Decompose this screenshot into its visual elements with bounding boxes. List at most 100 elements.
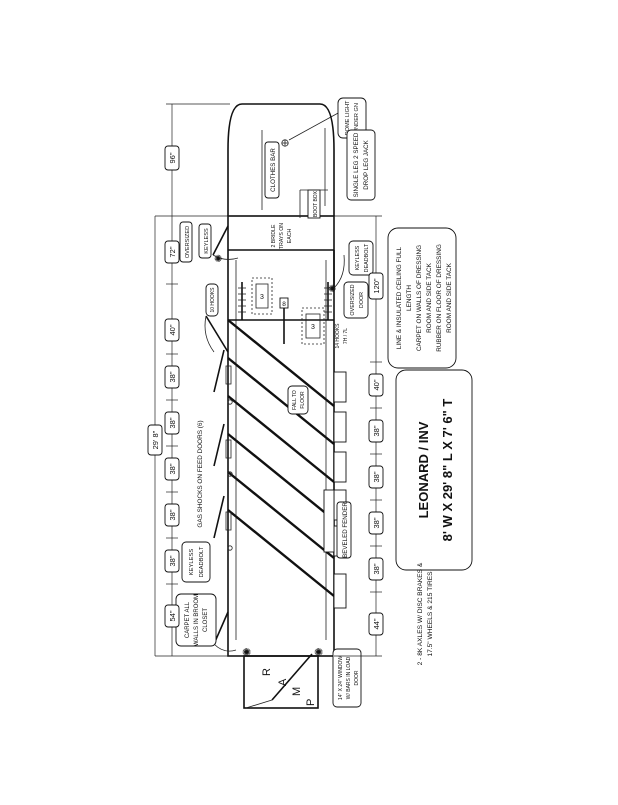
carpet-closet-label: CARPET ALL WALLS IN BROOM CLOSET	[175, 593, 217, 647]
rear-details: ✺ ✺	[213, 611, 323, 709]
rear-light-right-icon: ✺	[314, 647, 323, 659]
svg-text:DEADBOLT: DEADBOLT	[199, 546, 205, 577]
note-line: LENGTH	[406, 285, 413, 311]
svg-text:BEVELED FENDER: BEVELED FENDER	[342, 502, 349, 558]
feed-doors-label: GAS SHOCKS ON FEED DOORS (6)	[197, 420, 204, 527]
dim-top-label: 38"	[168, 463, 177, 474]
svg-text:DROP LEG JACK: DROP LEG JACK	[363, 139, 370, 189]
saddle-rack-b-count: 3	[311, 324, 315, 331]
trailer-box	[227, 215, 335, 657]
dim-top-label: 40"	[168, 324, 177, 335]
keyless-star-icon: ✺	[214, 254, 222, 265]
svg-text:CARPET ALL: CARPET ALL	[185, 601, 191, 638]
divider-3	[227, 395, 335, 483]
stall-dividers	[204, 315, 335, 597]
clothes-bar-label: CLOTHES BAR	[270, 148, 277, 192]
saddle-8-count: 8	[282, 301, 286, 308]
bridle-trays-label-3: EACH	[287, 229, 293, 244]
boot-box-label: BOOT BOX	[313, 190, 319, 217]
axle-line: 2 - 8K AXLES W/ DISC BRAKES &	[417, 562, 424, 665]
divider-6	[227, 509, 335, 597]
dim-top-label: 54"	[168, 610, 177, 621]
dim-nose-label: 96"	[168, 152, 177, 163]
svg-text:WALLS IN BROOM: WALLS IN BROOM	[194, 594, 200, 646]
dim-bottom-label: 44"	[372, 618, 381, 629]
bridle-trays-label-2: TRAYS ON	[279, 223, 285, 249]
note-line: LINE & INSULATED CEILING FULL	[396, 246, 403, 349]
keyless-deadbolt-right: KEYLESS DEADBOLT	[348, 240, 374, 276]
rear-light-left-icon: ✺	[242, 647, 251, 659]
feed-door-markers	[213, 349, 233, 551]
divider-4	[227, 433, 335, 521]
dim-top-label: 38"	[168, 417, 177, 428]
divider-2	[227, 357, 335, 445]
svg-text:14" X 24" WINDOW: 14" X 24" WINDOW	[338, 656, 344, 700]
dimension-labels: 96" 29' 8" 72" 40" 38" 38" 38" 38" 38" 5…	[147, 145, 384, 636]
axle-line: 17.5" WHEELS & 215 TIRES	[427, 571, 434, 657]
oversized-top-label: OVERSIZED	[185, 226, 191, 258]
dim-bottom-label: 38"	[372, 563, 381, 574]
svg-text:DOOR: DOOR	[354, 670, 360, 685]
tack-area: 3 3 8 10 HOOKS 14 HOOKS 7H / 7L	[205, 277, 349, 349]
saddle-rack-a-count: 3	[260, 294, 264, 301]
oversized-door-label: OVERSIZED DOOR	[343, 281, 369, 319]
svg-text:R: R	[261, 668, 273, 676]
svg-text:SINGLE LEG 2 SPEED: SINGLE LEG 2 SPEED	[353, 132, 360, 197]
nose-details: CLOTHES BAR BOOT BOX	[264, 111, 341, 219]
gooseneck-nose	[227, 103, 335, 216]
ramp-letters: R A M P	[261, 668, 317, 706]
dim-top-label: 38"	[168, 509, 177, 520]
window-bars-label: 14" X 24" WINDOW W/ BARS IN LOAD DOOR	[332, 648, 362, 708]
keyless-deadbolt-left: KEYLESS DEADBOLT	[181, 541, 211, 583]
svg-text:W/ BARS IN LOAD: W/ BARS IN LOAD	[346, 656, 352, 699]
title-box: LEONARD / INV 8' W X 29' 8" L X 7' 6" T	[395, 369, 473, 571]
ramp	[243, 655, 319, 709]
hooks-14-label-2: 7H / 7L	[343, 328, 349, 344]
svg-text:FLOOR: FLOOR	[300, 391, 306, 409]
dim-bottom-label: 40"	[372, 379, 381, 390]
fall-to-floor-label: FALL TO FLOOR	[287, 385, 309, 415]
svg-text:DOME LIGHT: DOME LIGHT	[345, 100, 351, 135]
dressing-room: ✺ OVERSIZED KEYLESS 2 BRIDLE TRAYS ON EA…	[179, 221, 374, 319]
keyless-top-label: KEYLESS	[204, 228, 210, 254]
dim-bottom-label: 38"	[372, 517, 381, 528]
note-line: ROOM AND SIDE TACK	[426, 262, 433, 332]
beveled-fender	[323, 489, 335, 553]
note-line: CARPET ON WALLS OF DRESSING	[416, 245, 423, 351]
divider-5	[227, 471, 335, 559]
jack-callout: SINGLE LEG 2 SPEED DROP LEG JACK	[346, 129, 376, 201]
svg-text:KEYLESS: KEYLESS	[355, 245, 361, 270]
dim-overall-label: 29' 8"	[151, 430, 160, 449]
beveled-fender-label: BEVELED FENDER	[336, 501, 352, 559]
dim-bottom-label: 38"	[372, 425, 381, 436]
title-line-2: 8' W X 29' 8" L X 7' 6" T	[440, 399, 455, 542]
svg-text:P: P	[305, 699, 317, 706]
dim-top-label: 38"	[168, 555, 177, 566]
dim-top-label: 38"	[168, 371, 177, 382]
svg-text:✺: ✺	[328, 284, 336, 295]
hooks-14-label-1: 14 HOOKS	[335, 323, 341, 349]
divider-1	[227, 319, 335, 407]
svg-text:FALL TO: FALL TO	[292, 390, 298, 410]
svg-text:UNDER GN: UNDER GN	[354, 103, 360, 133]
drop-down-windows	[323, 371, 347, 609]
svg-text:DOOR: DOOR	[359, 292, 365, 308]
hooks-10-label: 10 HOOKS	[210, 287, 216, 313]
svg-text:OVERSIZED: OVERSIZED	[350, 284, 356, 315]
axles-note: 2 - 8K AXLES W/ DISC BRAKES & 17.5" WHEE…	[417, 562, 434, 665]
dome-light-icon	[281, 139, 289, 147]
note-line: RUBBER ON FLOOR OF DRESSING	[436, 244, 443, 352]
svg-text:M: M	[291, 687, 303, 696]
title-line-1: LEONARD / INV	[416, 421, 431, 518]
trailer-outline	[227, 103, 335, 709]
svg-text:A: A	[277, 678, 289, 686]
svg-text:DEADBOLT: DEADBOLT	[364, 243, 370, 272]
ceiling-notes-box: LINE & INSULATED CEILING FULL LENGTH CAR…	[387, 227, 457, 369]
svg-text:CLOSET: CLOSET	[203, 608, 209, 632]
dome-light-callout: DOME LIGHT UNDER GN	[337, 97, 367, 139]
svg-text:KEYLESS: KEYLESS	[189, 549, 195, 576]
bridle-trays-label-1: 2 BRIDLE	[271, 224, 277, 248]
dim-top-label: 72"	[168, 246, 177, 257]
